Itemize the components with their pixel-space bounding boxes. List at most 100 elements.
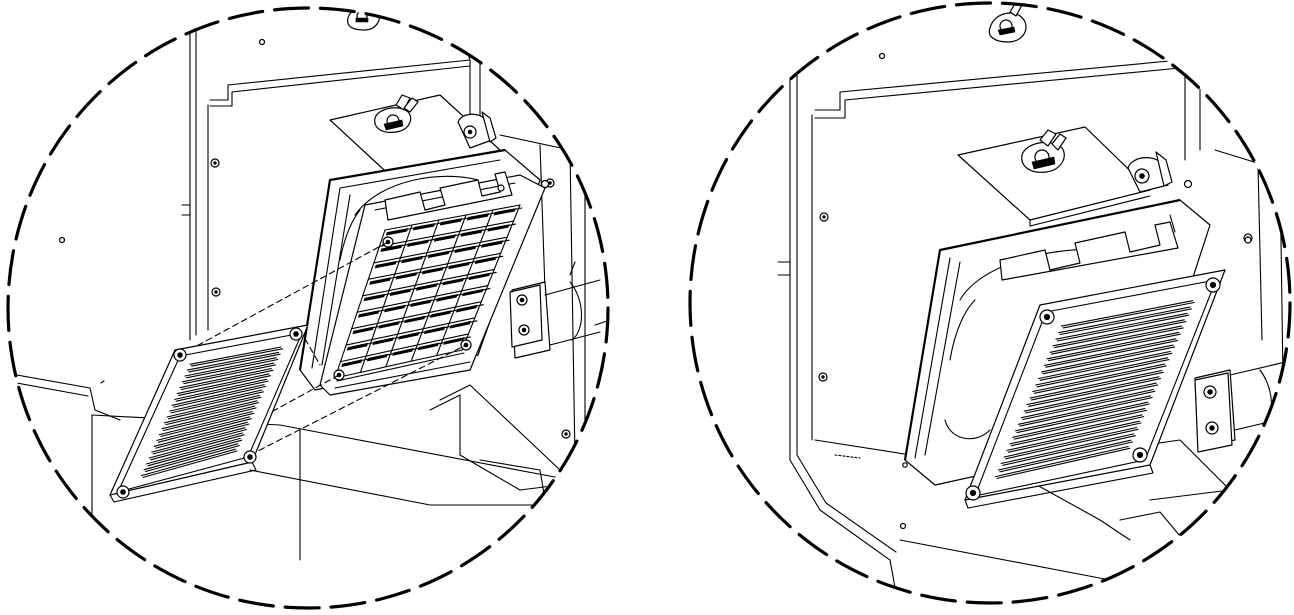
side-bracket-right xyxy=(1194,372,1233,453)
grille-slot-edge xyxy=(1036,359,1170,388)
filter-grid-row xyxy=(340,333,469,363)
grille-slot xyxy=(1038,350,1171,380)
grille-slot xyxy=(1015,401,1149,432)
grille-slot xyxy=(184,357,277,377)
grille-slot-edge xyxy=(1002,435,1136,466)
grille-slot xyxy=(1023,382,1157,412)
grille-slot xyxy=(186,351,280,371)
grille-slot-edge xyxy=(999,441,1134,473)
grille-slot-edge xyxy=(1059,308,1192,336)
grille-slot xyxy=(1017,395,1152,425)
grille-slot-edge xyxy=(142,450,238,478)
grille-slot-edge xyxy=(1005,428,1139,460)
filter-grid-cell-shadow xyxy=(378,321,400,329)
grille-slot xyxy=(1009,414,1143,445)
mounting-plate-right xyxy=(957,126,1151,227)
grille-slot-edge xyxy=(1028,378,1162,407)
filter-grid-cell-shadow xyxy=(369,277,392,285)
grille-slot xyxy=(1052,319,1185,347)
thermostat-switch-right xyxy=(1021,129,1067,173)
grille-slot xyxy=(174,378,268,400)
grille-slot xyxy=(1000,433,1135,465)
grille-slot-edge xyxy=(150,434,245,461)
grille-slot-edge xyxy=(147,439,243,467)
grille-slot xyxy=(997,439,1132,471)
filter-grid-row xyxy=(351,301,482,330)
grille-slot xyxy=(1043,338,1177,366)
filter-grid-cell-shadow xyxy=(395,272,418,280)
grille-slot-edge xyxy=(1030,371,1164,401)
filter-grid-row xyxy=(356,285,489,313)
filter-grid-cell-shadow xyxy=(357,310,380,318)
grille-slot-edge xyxy=(185,358,279,379)
grille-slot-edge xyxy=(175,380,269,402)
grille-slot-edge xyxy=(183,364,276,385)
filter-grid-cell-shadow xyxy=(443,337,465,345)
grille-slot xyxy=(169,389,263,412)
grille-slot-edge xyxy=(168,396,262,420)
filter-grid-row-edge xyxy=(336,352,465,382)
filter-grid-col xyxy=(436,209,494,357)
grille-slot-edge xyxy=(152,428,248,455)
grille-slot-edge xyxy=(1051,327,1184,355)
filter-grid-cell-shadow xyxy=(466,213,490,221)
filter-grid-cell-shadow xyxy=(493,208,517,216)
grille-slot-edge xyxy=(1033,365,1167,394)
grille-slot-edge xyxy=(1022,390,1156,421)
grille-slot-edge xyxy=(173,385,267,408)
grille-slot-edge xyxy=(155,423,250,449)
grille-slot xyxy=(189,346,282,365)
grille-slot-edge xyxy=(191,348,284,367)
filter-grid-cell-shadow xyxy=(449,320,472,329)
grille-slot-edge xyxy=(145,445,240,473)
filter-grid-cell-shadow xyxy=(385,228,409,236)
grille-slot xyxy=(1040,344,1174,373)
filter-grid-row xyxy=(334,349,463,379)
grille-slot xyxy=(1012,407,1146,438)
grille-slot xyxy=(1058,306,1191,334)
filter-grid-cell-shadow xyxy=(384,304,406,313)
filter-grid-cell-shadow xyxy=(415,283,438,291)
fan-grille-detached xyxy=(109,324,309,503)
grille-slot xyxy=(1026,376,1160,406)
filter-grid-row xyxy=(378,220,515,247)
grille-slot xyxy=(1049,325,1183,353)
filter-grid-col xyxy=(334,229,386,379)
grille-slot xyxy=(143,443,239,471)
bracket-clip xyxy=(457,111,497,149)
grille-slot xyxy=(176,373,270,395)
filter-grid-cell-shadow xyxy=(363,293,386,302)
grille-slot xyxy=(1032,363,1166,393)
grille-slot xyxy=(1046,331,1180,360)
filter-grid-cell-shadow xyxy=(433,234,457,242)
grille-slot-edge xyxy=(1056,314,1190,342)
grille-slot xyxy=(1029,369,1163,399)
filter-grid-cell-shadow xyxy=(460,229,483,237)
filter-grid-row xyxy=(367,252,502,280)
filter-grid-col xyxy=(461,204,521,351)
grille-slot-edge xyxy=(1042,346,1176,375)
grille-slot xyxy=(171,384,265,406)
filter-grid-cell-shadow xyxy=(398,331,420,340)
bracket-clip-right xyxy=(1127,151,1193,193)
filter-grid-cell-shadow xyxy=(429,310,452,318)
grille-slot-edge xyxy=(1016,403,1150,434)
filter-grid-cell-shadow xyxy=(448,261,471,270)
grille-slot-edge xyxy=(1053,321,1187,349)
filter-grid-cell-shadow xyxy=(401,255,424,264)
cabinet-panels xyxy=(8,8,608,561)
filter-grid-cell-shadow xyxy=(407,239,430,247)
grille-slot-edge xyxy=(188,353,281,373)
grille-slot xyxy=(1006,420,1140,451)
filter-grid-row xyxy=(362,268,495,297)
filter-grid-cell-shadow xyxy=(462,288,484,297)
filter-grid-cell-shadow xyxy=(454,245,477,253)
filter-grid-cell-shadow xyxy=(372,337,394,346)
filter-grid-col xyxy=(410,214,467,362)
thermostat-switch xyxy=(374,94,419,133)
filter-grid-row xyxy=(384,204,521,231)
detail-circle-left xyxy=(6,6,610,610)
grille-slot-edge xyxy=(160,412,255,437)
thermostat-top xyxy=(347,8,380,31)
